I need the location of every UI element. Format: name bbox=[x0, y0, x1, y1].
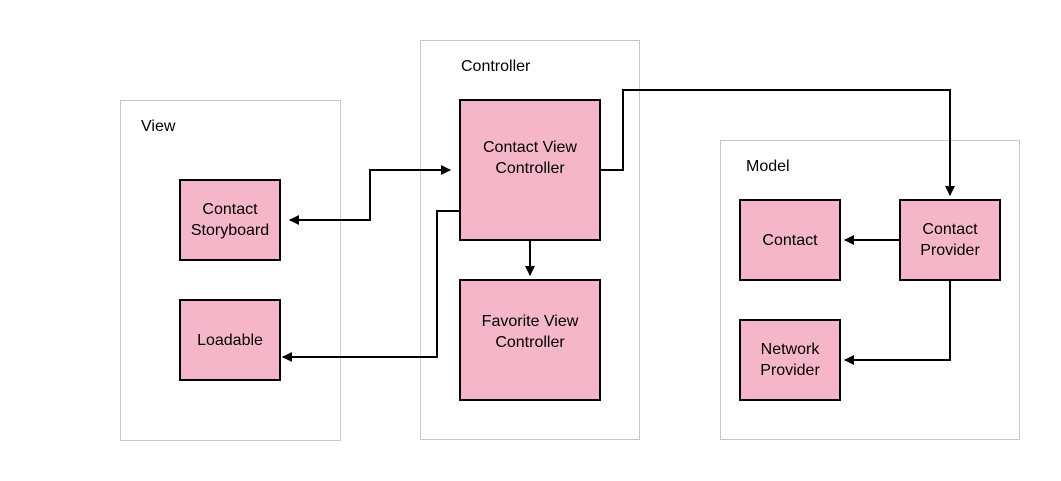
model-group bbox=[720, 140, 1020, 440]
edge-provider-network bbox=[844, 281, 951, 365]
node-label: Loadable bbox=[197, 331, 263, 349]
node-label: Provider bbox=[920, 242, 980, 259]
contact-view-controller-node: Contact View Controller bbox=[459, 99, 601, 241]
network-provider-node: Network Provider bbox=[739, 319, 841, 401]
view-group bbox=[120, 100, 341, 441]
node-label: Contact bbox=[922, 221, 978, 238]
edge-cvc-storyboard bbox=[289, 165, 451, 225]
model-group-label: Model bbox=[746, 158, 790, 175]
loadable-node: Loadable bbox=[179, 299, 281, 381]
node-label: Controller bbox=[495, 160, 565, 177]
node-label: Controller bbox=[495, 334, 565, 351]
node-label: Contact bbox=[202, 201, 258, 218]
node-label: Contact bbox=[762, 231, 818, 249]
controller-group-label: Controller bbox=[461, 58, 531, 75]
controller-group bbox=[420, 40, 640, 440]
contact-storyboard-node: Contact Storyboard bbox=[179, 179, 281, 261]
node-label: Contact View bbox=[483, 139, 577, 156]
contact-node: Contact bbox=[739, 199, 841, 281]
node-label: Provider bbox=[760, 362, 820, 379]
favorite-view-controller-node: Favorite View Controller bbox=[459, 279, 601, 401]
contact-provider-node: Contact Provider bbox=[899, 199, 1001, 281]
edge-cvc-provider bbox=[601, 89, 955, 196]
edge-cvc-loadable bbox=[282, 210, 459, 362]
node-label: Network bbox=[760, 341, 820, 358]
node-label: Storyboard bbox=[190, 222, 270, 239]
node-label: Favorite View bbox=[481, 313, 579, 330]
view-group-label: View bbox=[141, 118, 176, 135]
